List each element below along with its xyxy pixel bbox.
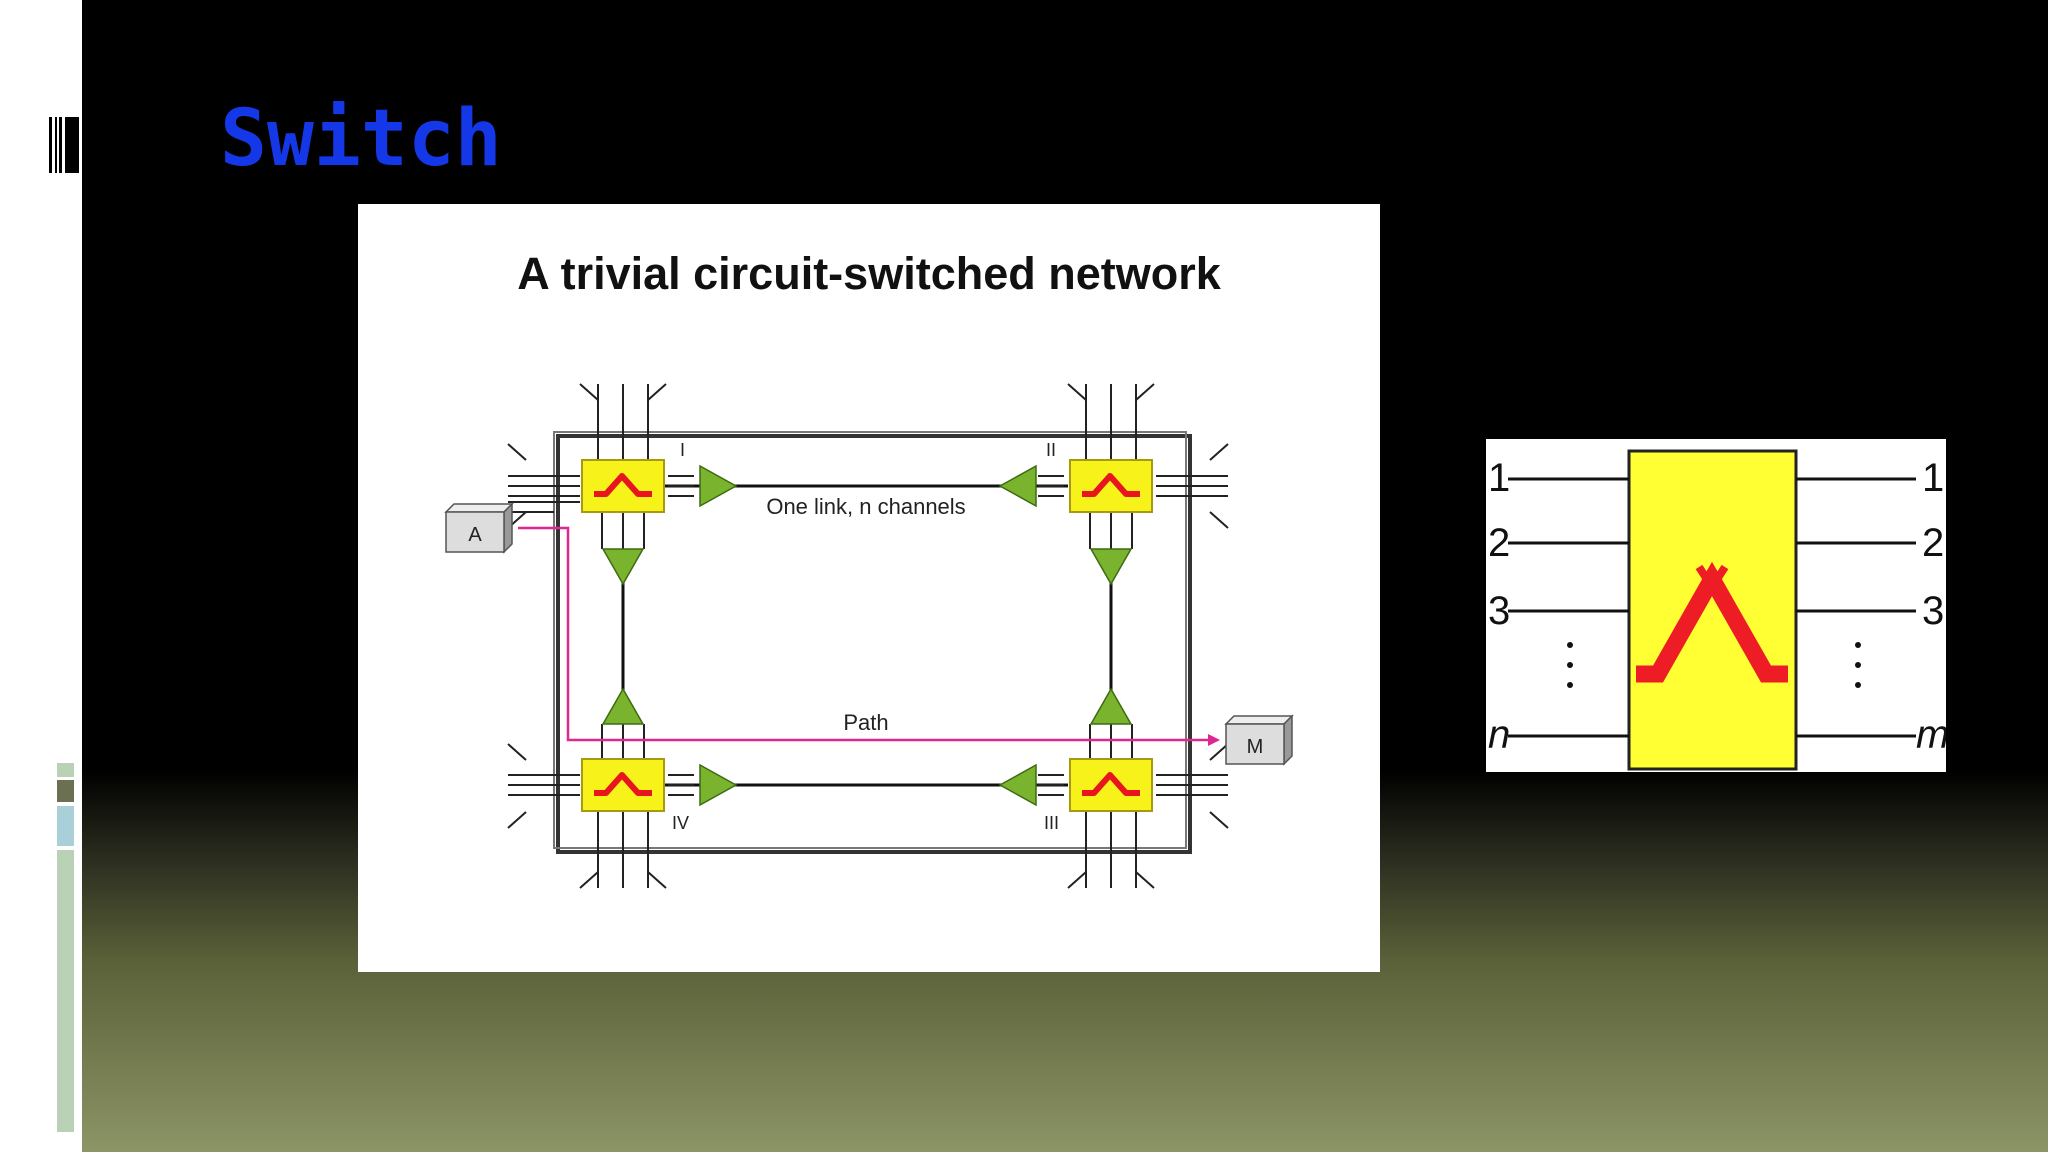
switch-label-IV: IV bbox=[672, 813, 689, 833]
endpoint-a-label: A bbox=[468, 524, 482, 546]
arrow-down bbox=[601, 548, 645, 586]
switch-figure: 1 2 3 n 1 2 3 m bbox=[1486, 439, 1949, 772]
input-label: 2 bbox=[1488, 521, 1510, 565]
switch-II bbox=[1069, 459, 1153, 513]
arrow-up bbox=[601, 687, 645, 725]
arrow-left bbox=[998, 763, 1037, 807]
output-label: 2 bbox=[1922, 521, 1944, 565]
accent-block bbox=[57, 806, 74, 846]
endpoint-a bbox=[444, 502, 514, 554]
input-label: 1 bbox=[1488, 456, 1510, 500]
path-line bbox=[518, 526, 1208, 742]
accent-block bbox=[57, 763, 74, 777]
accent-block bbox=[57, 850, 74, 1132]
switch-III bbox=[1069, 758, 1153, 812]
slide-title: Switch bbox=[220, 94, 502, 184]
accent-block bbox=[57, 780, 74, 802]
switch-symbol-icon bbox=[1636, 561, 1788, 683]
network-diagram: A M I II III IV One link, n channels Pat… bbox=[444, 383, 1294, 889]
link-label: One link, n channels bbox=[766, 494, 965, 519]
output-label: 1 bbox=[1922, 456, 1944, 500]
switch-label-I: I bbox=[680, 440, 685, 460]
switch-I bbox=[581, 459, 665, 513]
output-label: 3 bbox=[1922, 589, 1944, 633]
input-label: n bbox=[1488, 713, 1510, 757]
switch-label-III: III bbox=[1044, 813, 1059, 833]
endpoint-m bbox=[1224, 714, 1294, 766]
switch-IV bbox=[581, 758, 665, 812]
arrow-up bbox=[1089, 687, 1133, 725]
output-label: m bbox=[1916, 713, 1946, 757]
input-label: 3 bbox=[1488, 589, 1510, 633]
switch-diagram: 1 2 3 n 1 2 3 m bbox=[1488, 449, 1949, 771]
vertical-bars-icon bbox=[47, 113, 81, 177]
endpoint-m-label: M bbox=[1247, 736, 1264, 758]
network-figure: A trivial circuit-switched network bbox=[358, 204, 1380, 972]
arrow-left bbox=[998, 464, 1037, 508]
arrow-down bbox=[1089, 548, 1133, 586]
figure-title: A trivial circuit-switched network bbox=[517, 248, 1221, 299]
arrow-right bbox=[699, 464, 738, 508]
path-label: Path bbox=[843, 710, 888, 735]
arrow-right bbox=[699, 763, 738, 807]
switch-label-II: II bbox=[1046, 440, 1056, 460]
